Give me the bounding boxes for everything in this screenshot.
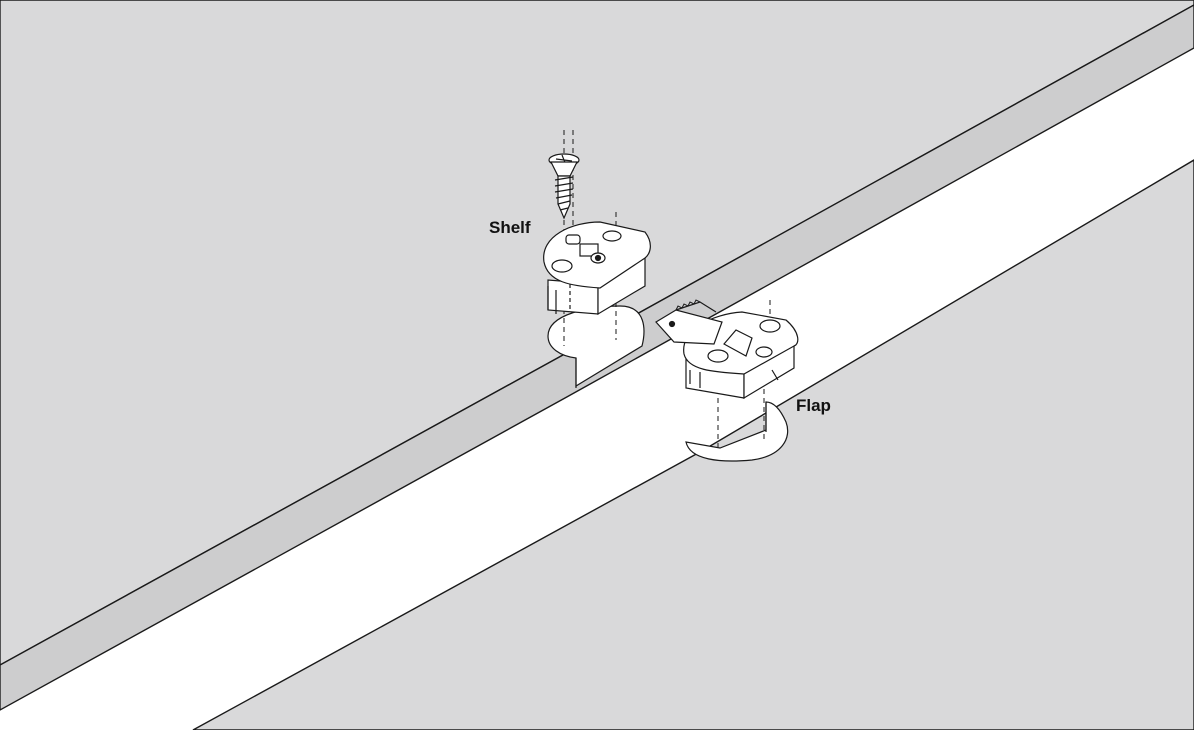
- flap-label: Flap: [796, 396, 831, 415]
- shelf-recess: [547, 305, 645, 388]
- shelf-hinge-icon: [543, 221, 651, 316]
- flap-panel: [192, 159, 1194, 730]
- shelf-label: Shelf: [489, 218, 531, 237]
- flap-hinge-icon: [655, 301, 799, 400]
- flap-recess: [685, 401, 789, 462]
- screw-icon: [548, 153, 580, 220]
- flap-arm-teeth: [675, 299, 701, 311]
